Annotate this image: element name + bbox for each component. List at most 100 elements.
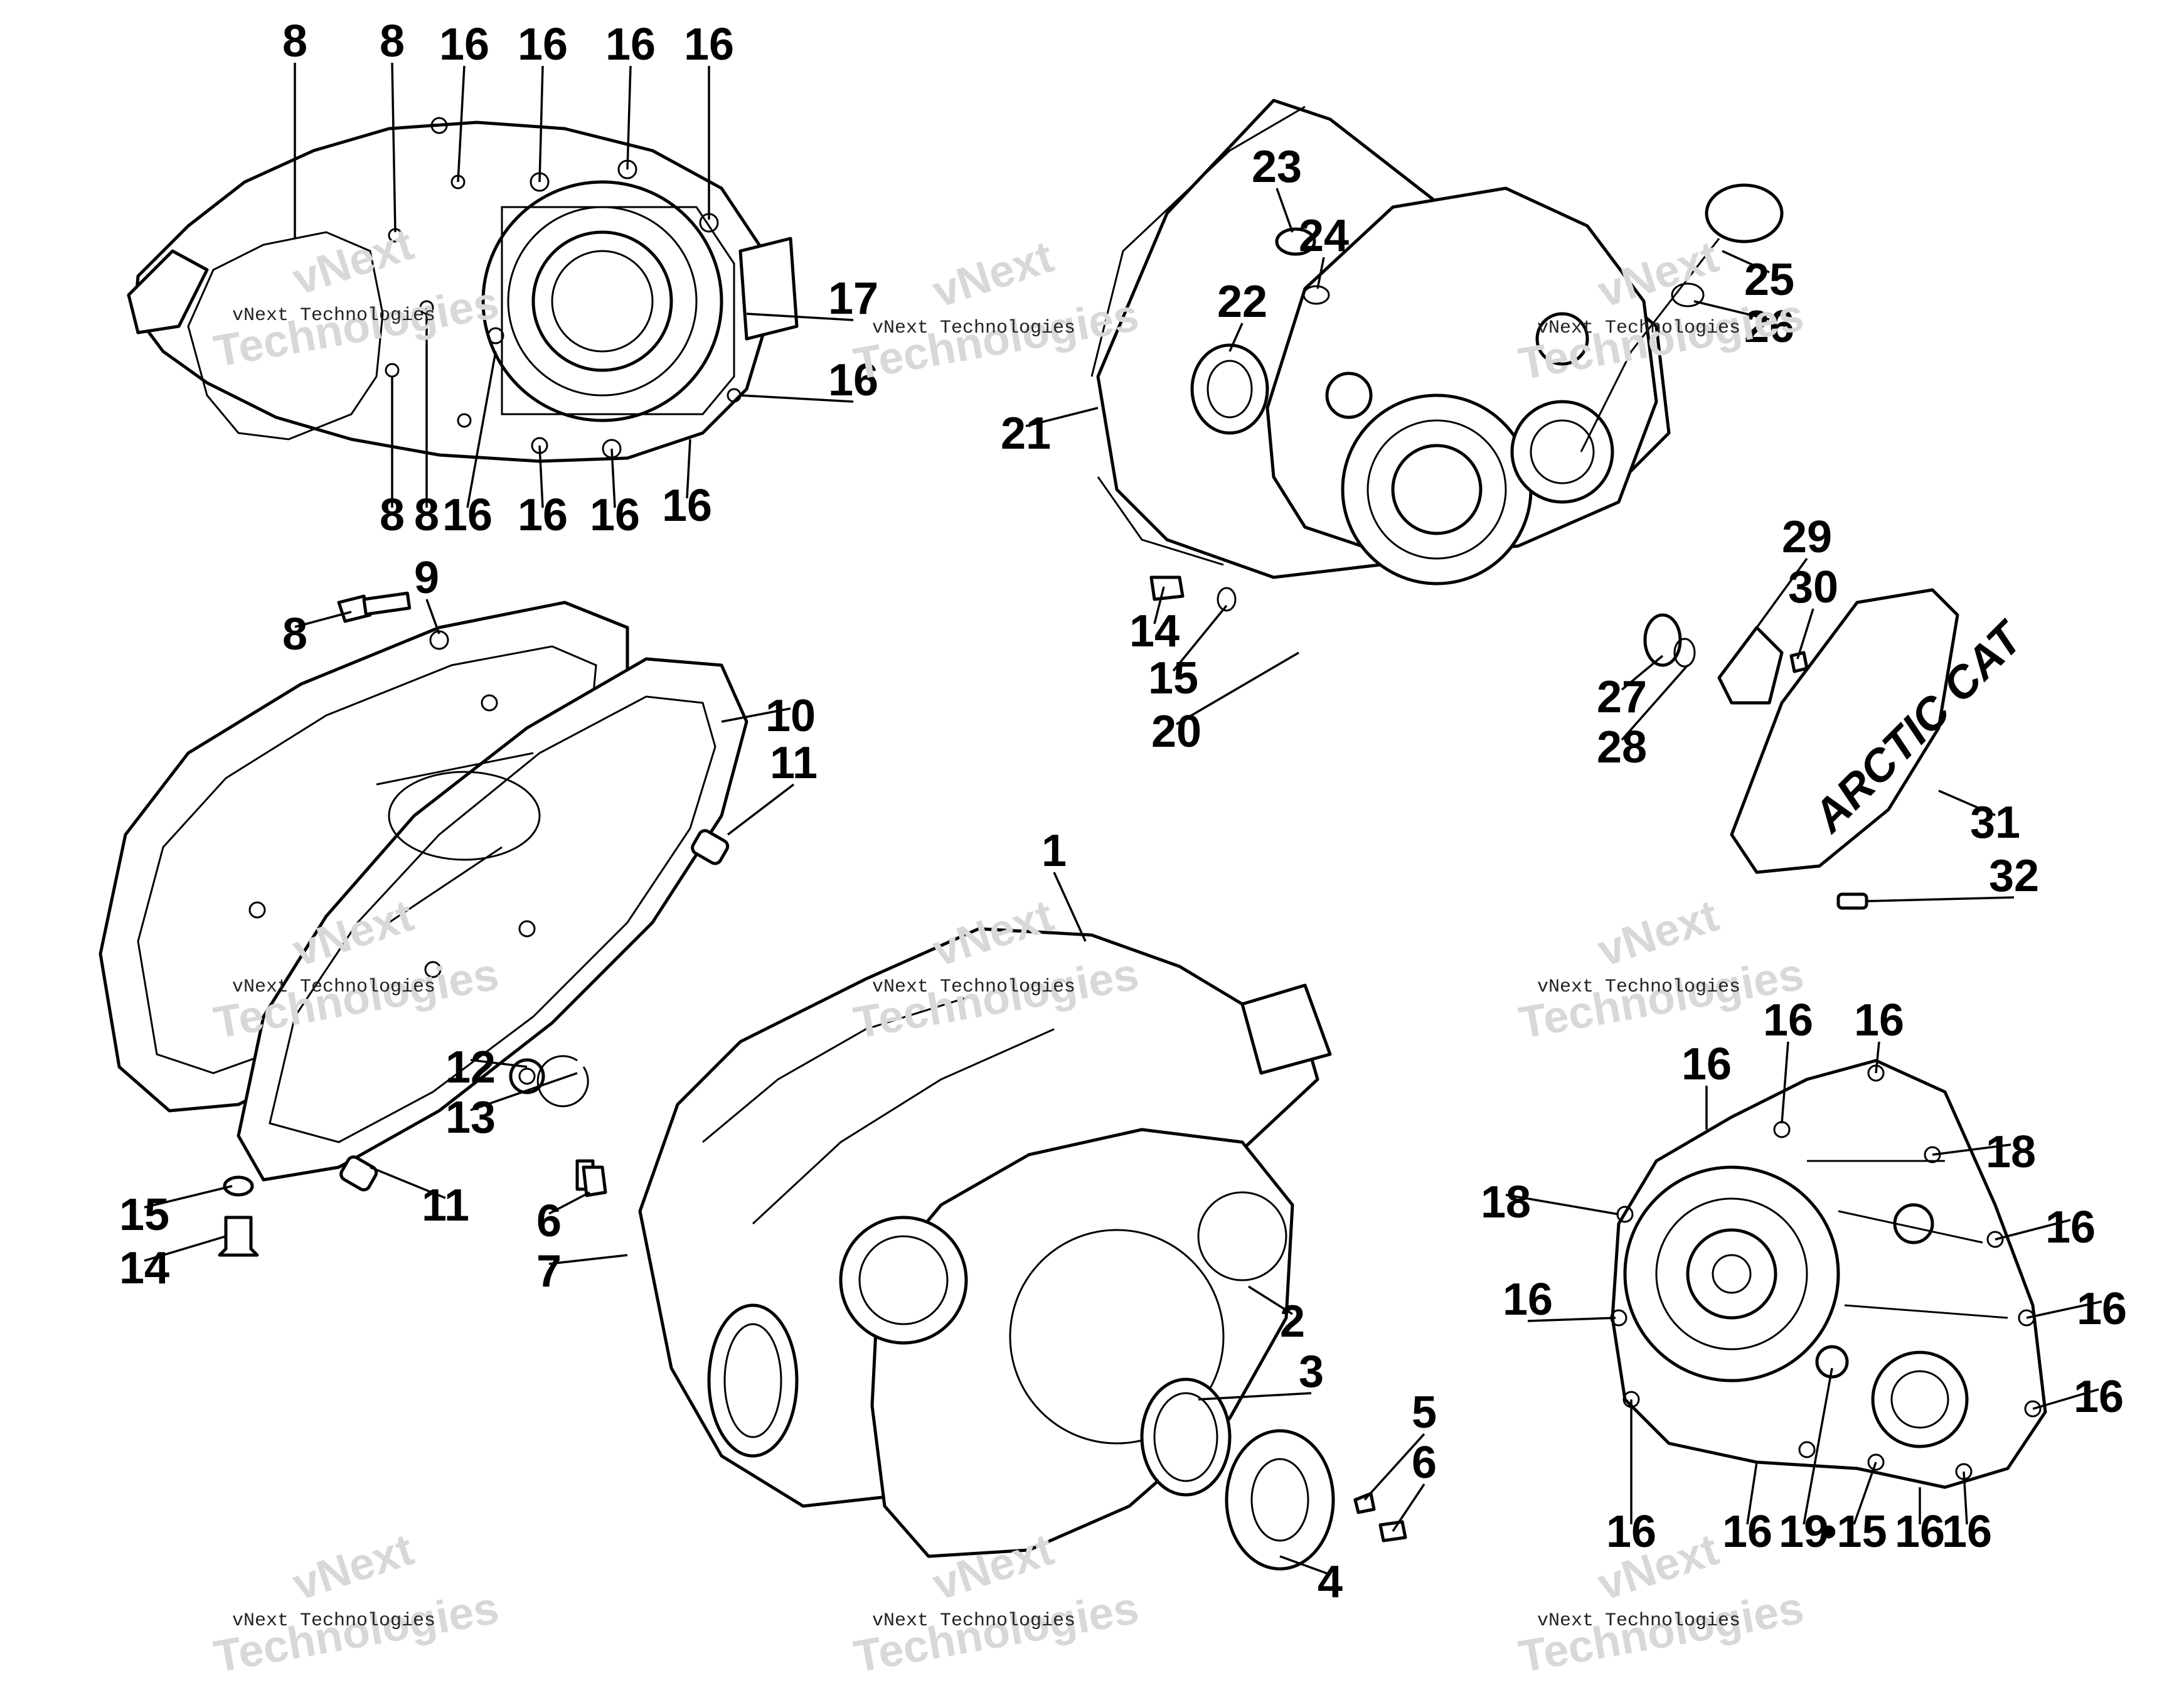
- callout-number: 31: [1970, 798, 2020, 848]
- leader-line: [1875, 1041, 1880, 1074]
- leader-line: [1995, 1219, 2071, 1241]
- leader-line: [1279, 1555, 1331, 1576]
- callout-number: 30: [1788, 562, 1838, 612]
- leader-line: [721, 707, 791, 723]
- callout-number: 16: [590, 490, 640, 540]
- watermark-line1: vNext Technologies: [232, 305, 435, 326]
- callout-number: 11: [770, 738, 818, 788]
- callout-number: 18: [1986, 1127, 2036, 1177]
- leader-line: [727, 783, 795, 836]
- callout-number: 15: [1148, 653, 1198, 703]
- callout-number: 16: [1681, 1039, 1732, 1089]
- callout-number: 18: [1481, 1177, 1531, 1227]
- callout-number: 5: [1412, 1388, 1437, 1438]
- leader-line: [425, 599, 440, 634]
- watermark-line1: vNext Technologies: [872, 318, 1075, 339]
- leader-line: [746, 313, 854, 321]
- leader-line: [391, 62, 397, 233]
- leader-line: [548, 1191, 590, 1215]
- callout-number: 12: [445, 1042, 496, 1093]
- leader-line: [1755, 557, 1808, 629]
- callout-number: 16: [1606, 1507, 1656, 1557]
- callout-number: 8: [414, 490, 439, 540]
- callout-number: 16: [684, 19, 734, 70]
- left-crankcase-cover: [1610, 1059, 2047, 1489]
- leader-line: [538, 445, 544, 508]
- leader-line: [1153, 586, 1165, 624]
- leader-line: [610, 448, 616, 508]
- leader-line: [1316, 257, 1325, 289]
- watermark-line2: Technologies: [210, 1583, 503, 1682]
- leader-line: [1176, 651, 1299, 725]
- watermark-line1: vNext Technologies: [872, 1610, 1075, 1632]
- leader-line: [470, 1072, 578, 1111]
- callout-number: 2: [1280, 1297, 1305, 1347]
- callout-number: 27: [1597, 672, 1647, 722]
- callout-number: 15: [119, 1190, 169, 1240]
- callout-number: 16: [1942, 1507, 1992, 1557]
- leader-line: [1248, 1285, 1293, 1315]
- callout-number: 8: [282, 16, 307, 67]
- crankcase-half: [582, 927, 1407, 1571]
- leader-line: [370, 1166, 446, 1199]
- leader-line: [1172, 604, 1228, 672]
- leader-line: [144, 1185, 233, 1209]
- callout-number: 24: [1299, 211, 1349, 261]
- callout-number: 8: [380, 16, 405, 67]
- callout-number: 8: [282, 609, 307, 660]
- callout-number: 11: [422, 1180, 469, 1231]
- callout-number: 14: [1129, 606, 1180, 656]
- callout-number: 13: [445, 1093, 496, 1143]
- callout-number: 25: [1744, 255, 1794, 305]
- leader-line: [1621, 655, 1664, 691]
- leader-line: [1781, 1041, 1789, 1124]
- callout-number: 16: [1722, 1507, 1772, 1557]
- leader-line: [1392, 1484, 1425, 1532]
- leader-line: [144, 1235, 226, 1262]
- clutch-cover-and-gasket: [99, 591, 748, 1257]
- callout-number: 16: [1895, 1507, 1945, 1557]
- clutch-cover-inner-view: [127, 117, 799, 463]
- callout-number: 16: [2074, 1372, 2124, 1422]
- leader-line: [2026, 1300, 2102, 1319]
- watermark-line2: Technologies: [850, 1583, 1143, 1682]
- leader-line: [1722, 250, 1770, 274]
- callout-number: 16: [442, 490, 493, 540]
- callout-number: 6: [536, 1196, 562, 1246]
- callout-number: •15: [1821, 1507, 1887, 1557]
- callout-number: 29: [1782, 512, 1832, 562]
- leader-line: [626, 65, 632, 170]
- leader-line: [538, 65, 544, 183]
- callout-number: 19: [1779, 1507, 1829, 1557]
- callout-number: 16: [828, 355, 878, 405]
- leader-line: [1803, 1367, 1833, 1525]
- callout-number: 16: [1854, 995, 1904, 1045]
- watermark-line1: vNext Technologies: [1537, 976, 1740, 998]
- leader-lines: [144, 62, 2102, 1576]
- callout-number: 3: [1299, 1347, 1324, 1397]
- watermark-big: vNext: [927, 232, 1059, 318]
- callout-number: 20: [1151, 707, 1201, 757]
- callout-number: 8: [380, 490, 405, 540]
- callout-number: 16: [1503, 1275, 1553, 1325]
- callout-number: 10: [765, 691, 816, 741]
- watermark-line1: vNext Technologies: [232, 976, 435, 998]
- callout-number: 28: [1597, 722, 1647, 773]
- callout-number: 9: [414, 553, 439, 603]
- watermark-line1: vNext Technologies: [1537, 1610, 1740, 1632]
- callout-number: 16: [2045, 1202, 2096, 1253]
- leader-line: [1025, 407, 1099, 427]
- callout-number: 16: [439, 19, 489, 70]
- callout-number: 16: [518, 490, 568, 540]
- leader-line: [1505, 1194, 1619, 1216]
- leader-line: [294, 611, 352, 628]
- watermark-line2: Technologies: [1515, 1583, 1808, 1682]
- callout-number: 14: [119, 1243, 169, 1293]
- callout-number: 1: [1041, 826, 1067, 876]
- watermark-line1: vNext Technologies: [1537, 318, 1740, 339]
